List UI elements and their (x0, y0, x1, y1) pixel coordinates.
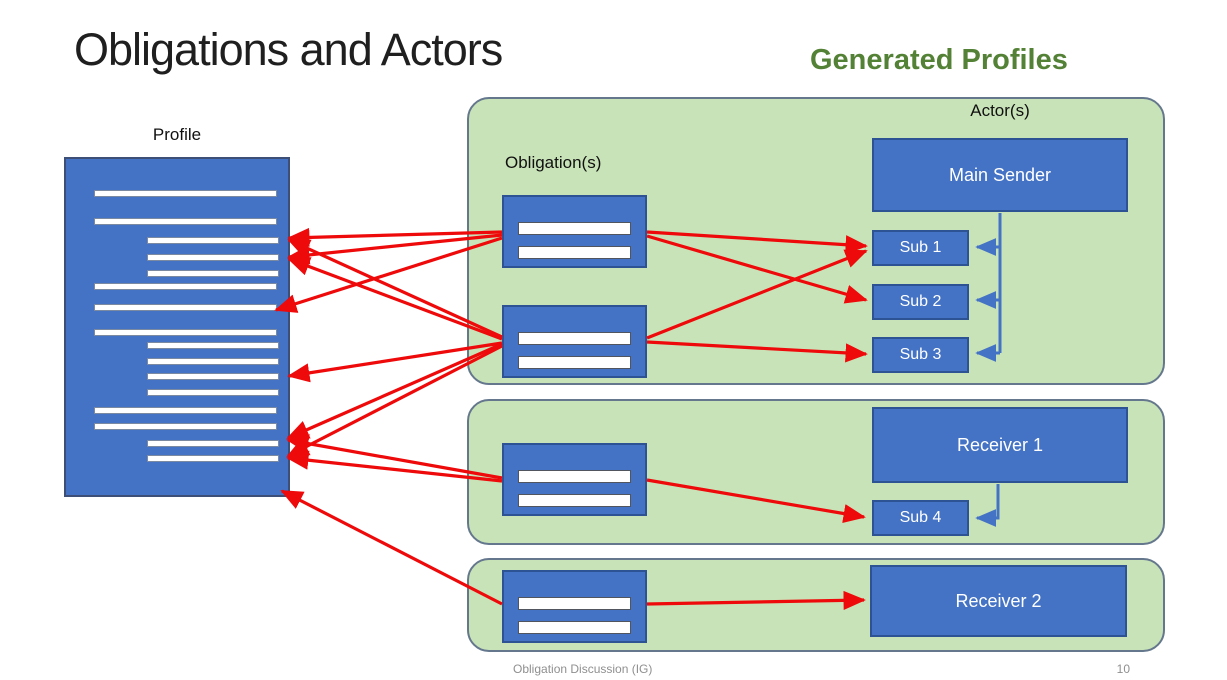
profile-text-line (94, 423, 277, 430)
profile-text-line (147, 254, 279, 261)
obligation-text-bar (518, 621, 631, 634)
obligation-text-bar (518, 494, 631, 507)
receiver2-box: Receiver 2 (870, 565, 1127, 637)
obligation-text-bar (518, 222, 631, 235)
profile-text-line (147, 342, 279, 349)
sub4-box: Sub 4 (872, 500, 969, 536)
profile-text-line (147, 389, 279, 396)
sub1-box: Sub 1 (872, 230, 969, 266)
profile-text-line (94, 283, 277, 290)
obligations-label: Obligation(s) (505, 153, 602, 172)
obligation-text-bar (518, 356, 631, 369)
profile-text-line (94, 407, 277, 414)
obligation-text-bar (518, 470, 631, 483)
profile-text-line (147, 455, 279, 462)
profile-text-line (147, 440, 279, 447)
actors-label: Actor(s) (970, 101, 1030, 120)
profile-text-line (147, 237, 279, 244)
profile-text-line (94, 329, 277, 336)
slide-title: Obligations and Actors (74, 24, 503, 75)
receiver1-box: Receiver 1 (872, 407, 1128, 483)
obligation-text-bar (518, 246, 631, 259)
profile-text-line (147, 270, 279, 277)
obligation-box-1 (502, 195, 647, 268)
subtitle-generated-profiles: Generated Profiles (810, 44, 1068, 76)
profile-text-line (147, 373, 279, 380)
obligation-text-bar (518, 597, 631, 610)
profile-text-line (94, 218, 277, 225)
main-sender-box: Main Sender (872, 138, 1128, 212)
profile-label: Profile (152, 125, 202, 144)
sub3-box: Sub 3 (872, 337, 969, 373)
obligation-text-bar (518, 332, 631, 345)
sub2-box: Sub 2 (872, 284, 969, 320)
obligation-box-2 (502, 305, 647, 378)
profile-text-line (147, 358, 279, 365)
footer-text: Obligation Discussion (IG) (513, 662, 653, 676)
profile-text-line (94, 304, 277, 311)
page-number: 10 (1116, 662, 1130, 676)
profile-text-line (94, 190, 277, 197)
obligation-box-3 (502, 443, 647, 516)
obligation-box-4 (502, 570, 647, 643)
profile-document-box (64, 157, 290, 497)
